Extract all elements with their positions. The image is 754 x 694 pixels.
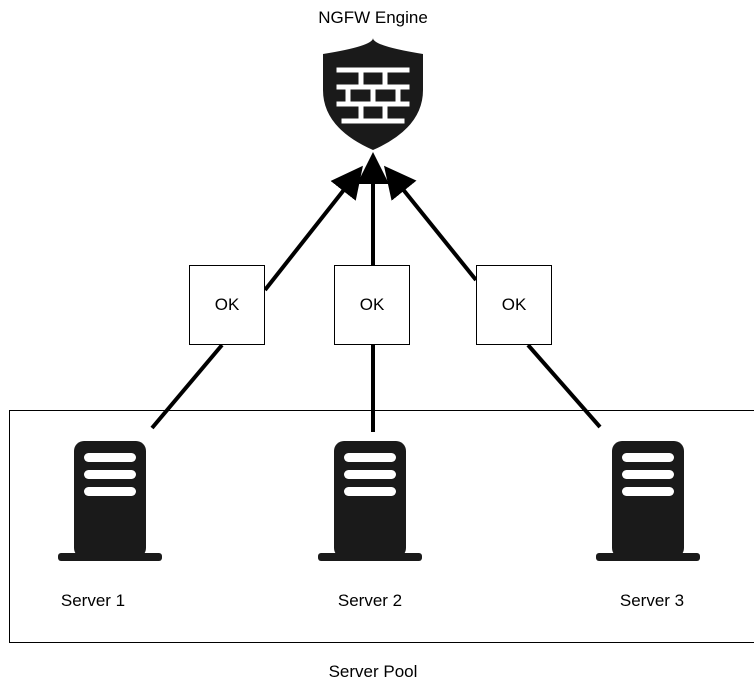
arrow-check-1-to-engine bbox=[263, 165, 363, 292]
arrow-check-3-to-engine bbox=[383, 165, 478, 282]
health-check-label: OK bbox=[501, 295, 527, 314]
health-check-label: OK bbox=[359, 295, 385, 314]
connector-server-3-to-check bbox=[526, 343, 602, 429]
server-pool-box bbox=[9, 410, 754, 643]
server-icon bbox=[318, 441, 422, 561]
engine-title: NGFW Engine bbox=[318, 8, 428, 27]
health-check-box-2: OK bbox=[334, 265, 410, 345]
server-icon bbox=[596, 441, 700, 561]
server-icon bbox=[58, 441, 162, 561]
server-3-label: Server 3 bbox=[619, 591, 685, 610]
server-2-label: Server 2 bbox=[337, 591, 403, 610]
firewall-shield-icon bbox=[323, 38, 423, 150]
health-check-box-1: OK bbox=[189, 265, 265, 345]
health-check-box-3: OK bbox=[476, 265, 552, 345]
health-check-label: OK bbox=[214, 295, 240, 314]
server-pool-title: Server Pool bbox=[328, 662, 418, 681]
server-1-label: Server 1 bbox=[60, 591, 126, 610]
connector-server-1-to-check bbox=[150, 343, 224, 430]
